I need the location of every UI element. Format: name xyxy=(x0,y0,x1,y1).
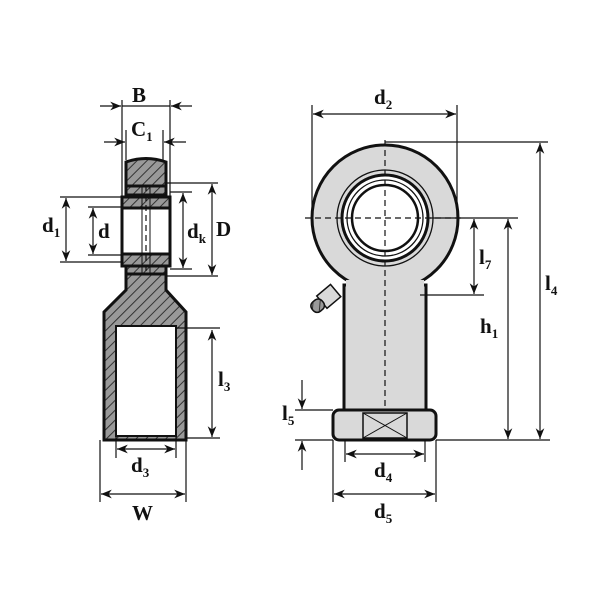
front-view xyxy=(305,140,465,442)
label-l7: l7 xyxy=(479,245,492,272)
label-d1: d1 xyxy=(42,213,60,240)
label-h1: h1 xyxy=(480,314,498,341)
label-d5: d5 xyxy=(374,499,393,526)
section-dimensions xyxy=(60,100,220,502)
label-d3: d3 xyxy=(131,453,150,480)
label-D: D xyxy=(216,217,231,241)
label-l3: l3 xyxy=(218,367,231,394)
front-dimensions xyxy=(295,105,550,502)
label-W: W xyxy=(132,501,153,525)
label-l4: l4 xyxy=(545,271,558,298)
label-l5: l5 xyxy=(282,401,295,428)
label-B: B xyxy=(132,83,146,107)
label-d: d xyxy=(98,219,110,243)
label-d4: d4 xyxy=(374,458,393,485)
label-C1: C1 xyxy=(131,117,153,144)
grease-nipple-icon xyxy=(310,283,342,314)
label-dk: dk xyxy=(187,219,207,246)
label-d2: d2 xyxy=(374,85,392,112)
section-view xyxy=(102,157,188,442)
dimension-labels: B C1 d1 d dk D l3 d3 W d2 l7 h1 l4 l5 d4… xyxy=(42,83,558,526)
